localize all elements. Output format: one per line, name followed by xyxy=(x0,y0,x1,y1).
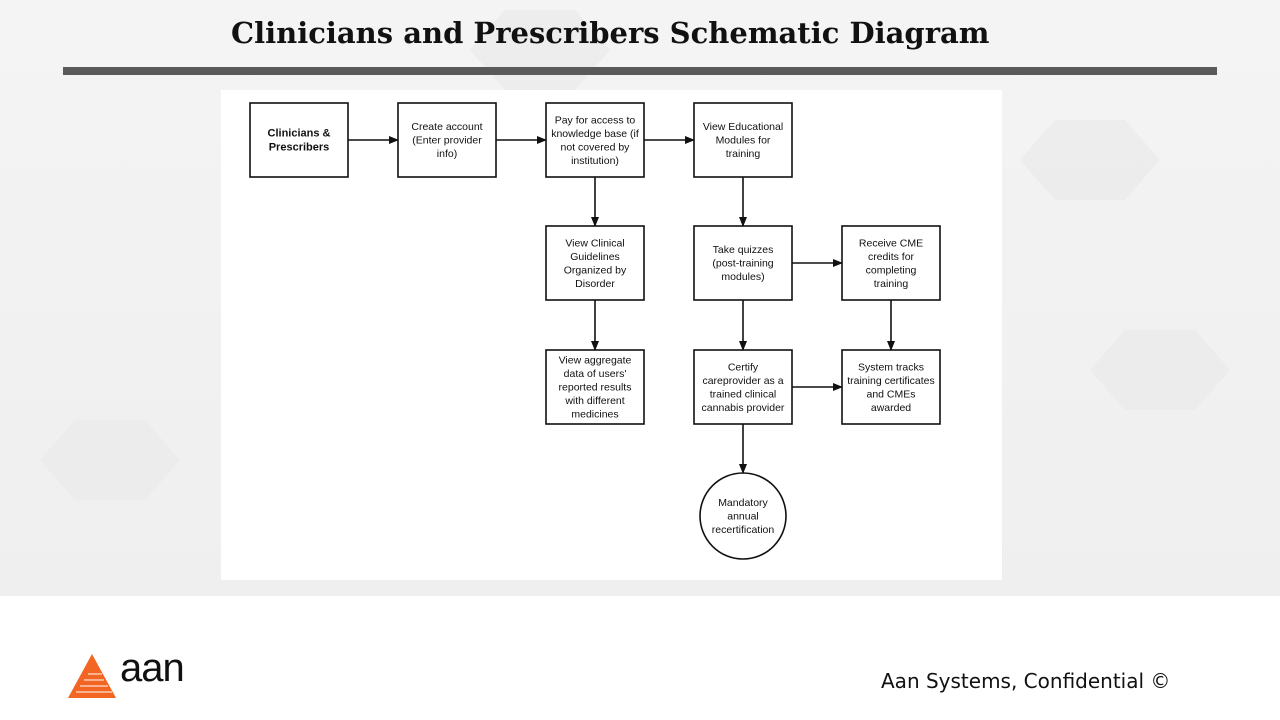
node-label-line: Organized by xyxy=(564,264,627,276)
node-label-line: Mandatory xyxy=(718,497,768,509)
node-label-line: not covered by xyxy=(561,141,631,153)
node-shape xyxy=(841,225,941,301)
slide-title: Clinicians and Prescribers Schematic Dia… xyxy=(231,16,990,50)
aan-logo: aan xyxy=(68,646,198,702)
node-label-line: knowledge base (if xyxy=(551,128,639,140)
node-shape xyxy=(545,225,645,301)
logo-wordmark: aan xyxy=(120,646,185,690)
node-label-line: data of users' xyxy=(564,368,627,380)
node-label-line: with different xyxy=(564,395,624,407)
node-shape xyxy=(249,102,349,178)
node-label-line: awarded xyxy=(871,402,911,414)
node-label-line: (post-training xyxy=(712,258,773,270)
node-label-line: Create account xyxy=(411,121,482,133)
node-label-line: medicines xyxy=(571,409,618,421)
node-shape xyxy=(545,349,645,425)
node-label-line: Receive CME xyxy=(859,237,923,249)
node-label-line: recertification xyxy=(712,524,775,536)
node-label-line: reported results xyxy=(559,382,632,394)
node-label-line: completing xyxy=(866,264,917,276)
node-label-line: Guidelines xyxy=(570,251,620,263)
node-label-line: institution) xyxy=(571,155,619,167)
node-label-line: training certificates xyxy=(847,375,935,387)
node-shape xyxy=(699,472,787,560)
node-label-line: View Educational xyxy=(703,121,783,133)
node-shape xyxy=(693,225,793,301)
node-label-line: View Clinical xyxy=(565,237,624,249)
background-hexagon xyxy=(1090,330,1230,410)
node-label-line: (Enter provider xyxy=(412,135,482,147)
node-label-line: annual xyxy=(727,511,759,523)
node-label-line: cannabis provider xyxy=(702,402,785,414)
triangle-logo-icon xyxy=(68,654,116,698)
node-label-line: careprovider as a xyxy=(702,375,783,387)
node-label-line: Prescribers xyxy=(269,142,330,154)
node-label-line: Clinicians & xyxy=(268,128,331,140)
node-label-line: and CMEs xyxy=(866,388,915,400)
node-shape xyxy=(693,102,793,178)
node-label-line: modules) xyxy=(721,271,764,283)
node-shape xyxy=(841,349,941,425)
node-label-line: View aggregate xyxy=(559,355,632,367)
node-label-line: Disorder xyxy=(575,278,615,290)
confidential-footer: Aan Systems, Confidential © xyxy=(881,669,1171,693)
title-divider xyxy=(63,67,1217,75)
node-label-line: info) xyxy=(437,148,457,160)
node-label-line: Modules for xyxy=(716,135,771,147)
node-clinicians: Clinicians & Prescribers xyxy=(249,102,349,178)
background-hexagon xyxy=(1020,120,1160,200)
node-label-line: System tracks xyxy=(858,361,924,373)
node-label-line: training xyxy=(874,278,909,290)
node-shape xyxy=(693,349,793,425)
node-label-line: Pay for access to xyxy=(555,114,636,126)
node-shape xyxy=(397,102,497,178)
node-shape xyxy=(545,102,645,178)
node-label-line: trained clinical xyxy=(710,388,777,400)
node-label-line: credits for xyxy=(868,251,915,263)
node-label-line: Certify xyxy=(728,361,759,373)
node-label-line: Take quizzes xyxy=(713,244,774,256)
node-label-line: training xyxy=(726,148,761,160)
background-hexagon xyxy=(40,420,180,500)
